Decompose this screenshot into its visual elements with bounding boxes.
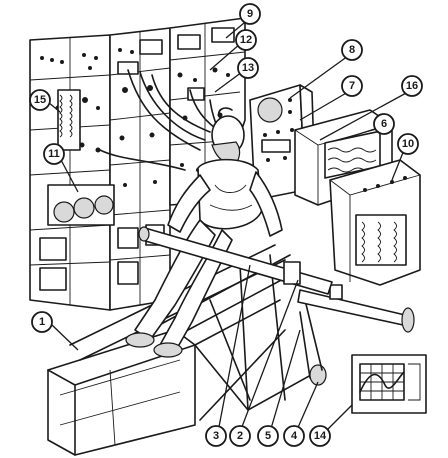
callout-9: 9 [239,3,261,25]
callout-12-label: 12 [240,34,252,46]
callout-11: 11 [43,143,65,165]
callout-16-label: 16 [406,80,418,92]
callout-10-label: 10 [402,138,414,150]
callout-11-label: 11 [48,148,60,160]
callout-1-label: 1 [39,316,45,328]
callout-8-label: 8 [349,44,355,56]
callout-3-label: 3 [213,430,219,442]
callout-13: 13 [237,57,259,79]
callout-8: 8 [341,39,363,61]
callout-12: 12 [235,29,257,51]
callout-14-label: 14 [314,430,327,442]
callout-13-label: 13 [242,62,254,74]
inset-chart-panel [351,354,427,414]
recorder-console-lower [329,159,421,286]
callout-5-label: 5 [265,430,271,442]
callout-4: 4 [283,425,305,447]
callout-4-label: 4 [291,430,298,442]
callout-5: 5 [257,425,279,447]
callout-3: 3 [205,425,227,447]
callout-10: 10 [397,133,419,155]
callout-6: 6 [373,113,395,135]
callout-16: 16 [401,75,423,97]
callout-14: 14 [309,425,331,447]
callout-7-label: 7 [349,80,355,92]
callout-9-label: 9 [247,8,253,20]
callout-15-label: 15 [34,94,46,106]
callout-1: 1 [31,311,53,333]
callout-15: 15 [29,89,51,111]
leader-lines [47,17,409,433]
callout-6-label: 6 [381,118,387,130]
callout-7: 7 [341,75,363,97]
callout-2-label: 2 [237,430,243,442]
callout-2: 2 [229,425,251,447]
oar-handle [138,226,333,295]
